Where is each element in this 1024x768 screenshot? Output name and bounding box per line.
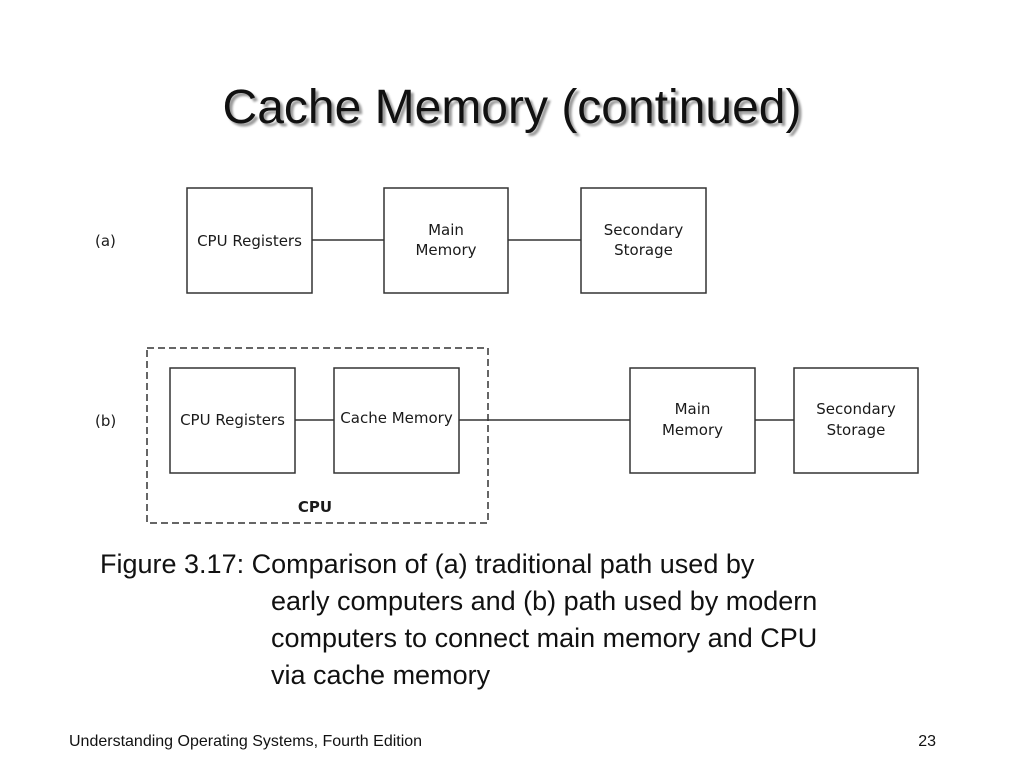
box-a-secondary-storage-label-line2: Storage (614, 241, 673, 259)
box-b-secondary-storage: Secondary Storage (793, 367, 919, 474)
box-b-cpu-registers: CPU Registers (169, 367, 296, 474)
caption-line-1: Figure 3.17: Comparison of (a) tradition… (100, 549, 755, 579)
box-a-cpu-registers-label: CPU Registers (197, 232, 302, 250)
box-b-cpu-registers-label: CPU Registers (180, 411, 285, 429)
box-b-main-memory-label-line2: Memory (662, 421, 723, 439)
footer-book-title: Understanding Operating Systems, Fourth … (69, 733, 423, 750)
box-b-cache-memory-label: Cache Memory (340, 409, 453, 427)
box-b-main-memory: Main Memory (629, 367, 756, 474)
cpu-group-dashed-boundary (146, 347, 489, 524)
diagram-row-b: (b) CPU Registers Cache Memory CPU Main … (95, 347, 919, 524)
caption-line-4: via cache memory (271, 660, 491, 690)
box-a-cpu-registers: CPU Registers (186, 187, 313, 294)
slide-title: Cache Memory (continued) (222, 81, 802, 134)
box-b-secondary-storage-label-line2: Storage (827, 421, 886, 439)
box-a-main-memory-label-line2: Memory (415, 241, 476, 259)
caption-line-2: early computers and (b) path used by mod… (271, 586, 818, 616)
box-a-secondary-storage-label-line1: Secondary (604, 221, 684, 239)
row-a-label: (a) (95, 232, 116, 250)
figure-caption: Figure 3.17: Comparison of (a) tradition… (100, 546, 930, 694)
box-b-secondary-storage-label-line1: Secondary (816, 400, 896, 418)
box-b-cache-memory: Cache Memory (333, 367, 460, 474)
diagram-row-a: (a) CPU Registers Main Memory Secondary … (95, 187, 707, 294)
box-a-secondary-storage: Secondary Storage (580, 187, 707, 294)
cpu-group-label: CPU (298, 498, 332, 516)
box-a-main-memory-label-line1: Main (428, 221, 464, 239)
box-b-main-memory-label-line1: Main (675, 400, 711, 418)
box-a-main-memory: Main Memory (383, 187, 509, 294)
footer-page-number: 23 (918, 733, 936, 750)
row-b-label: (b) (95, 412, 116, 430)
caption-line-3: computers to connect main memory and CPU (271, 623, 818, 653)
